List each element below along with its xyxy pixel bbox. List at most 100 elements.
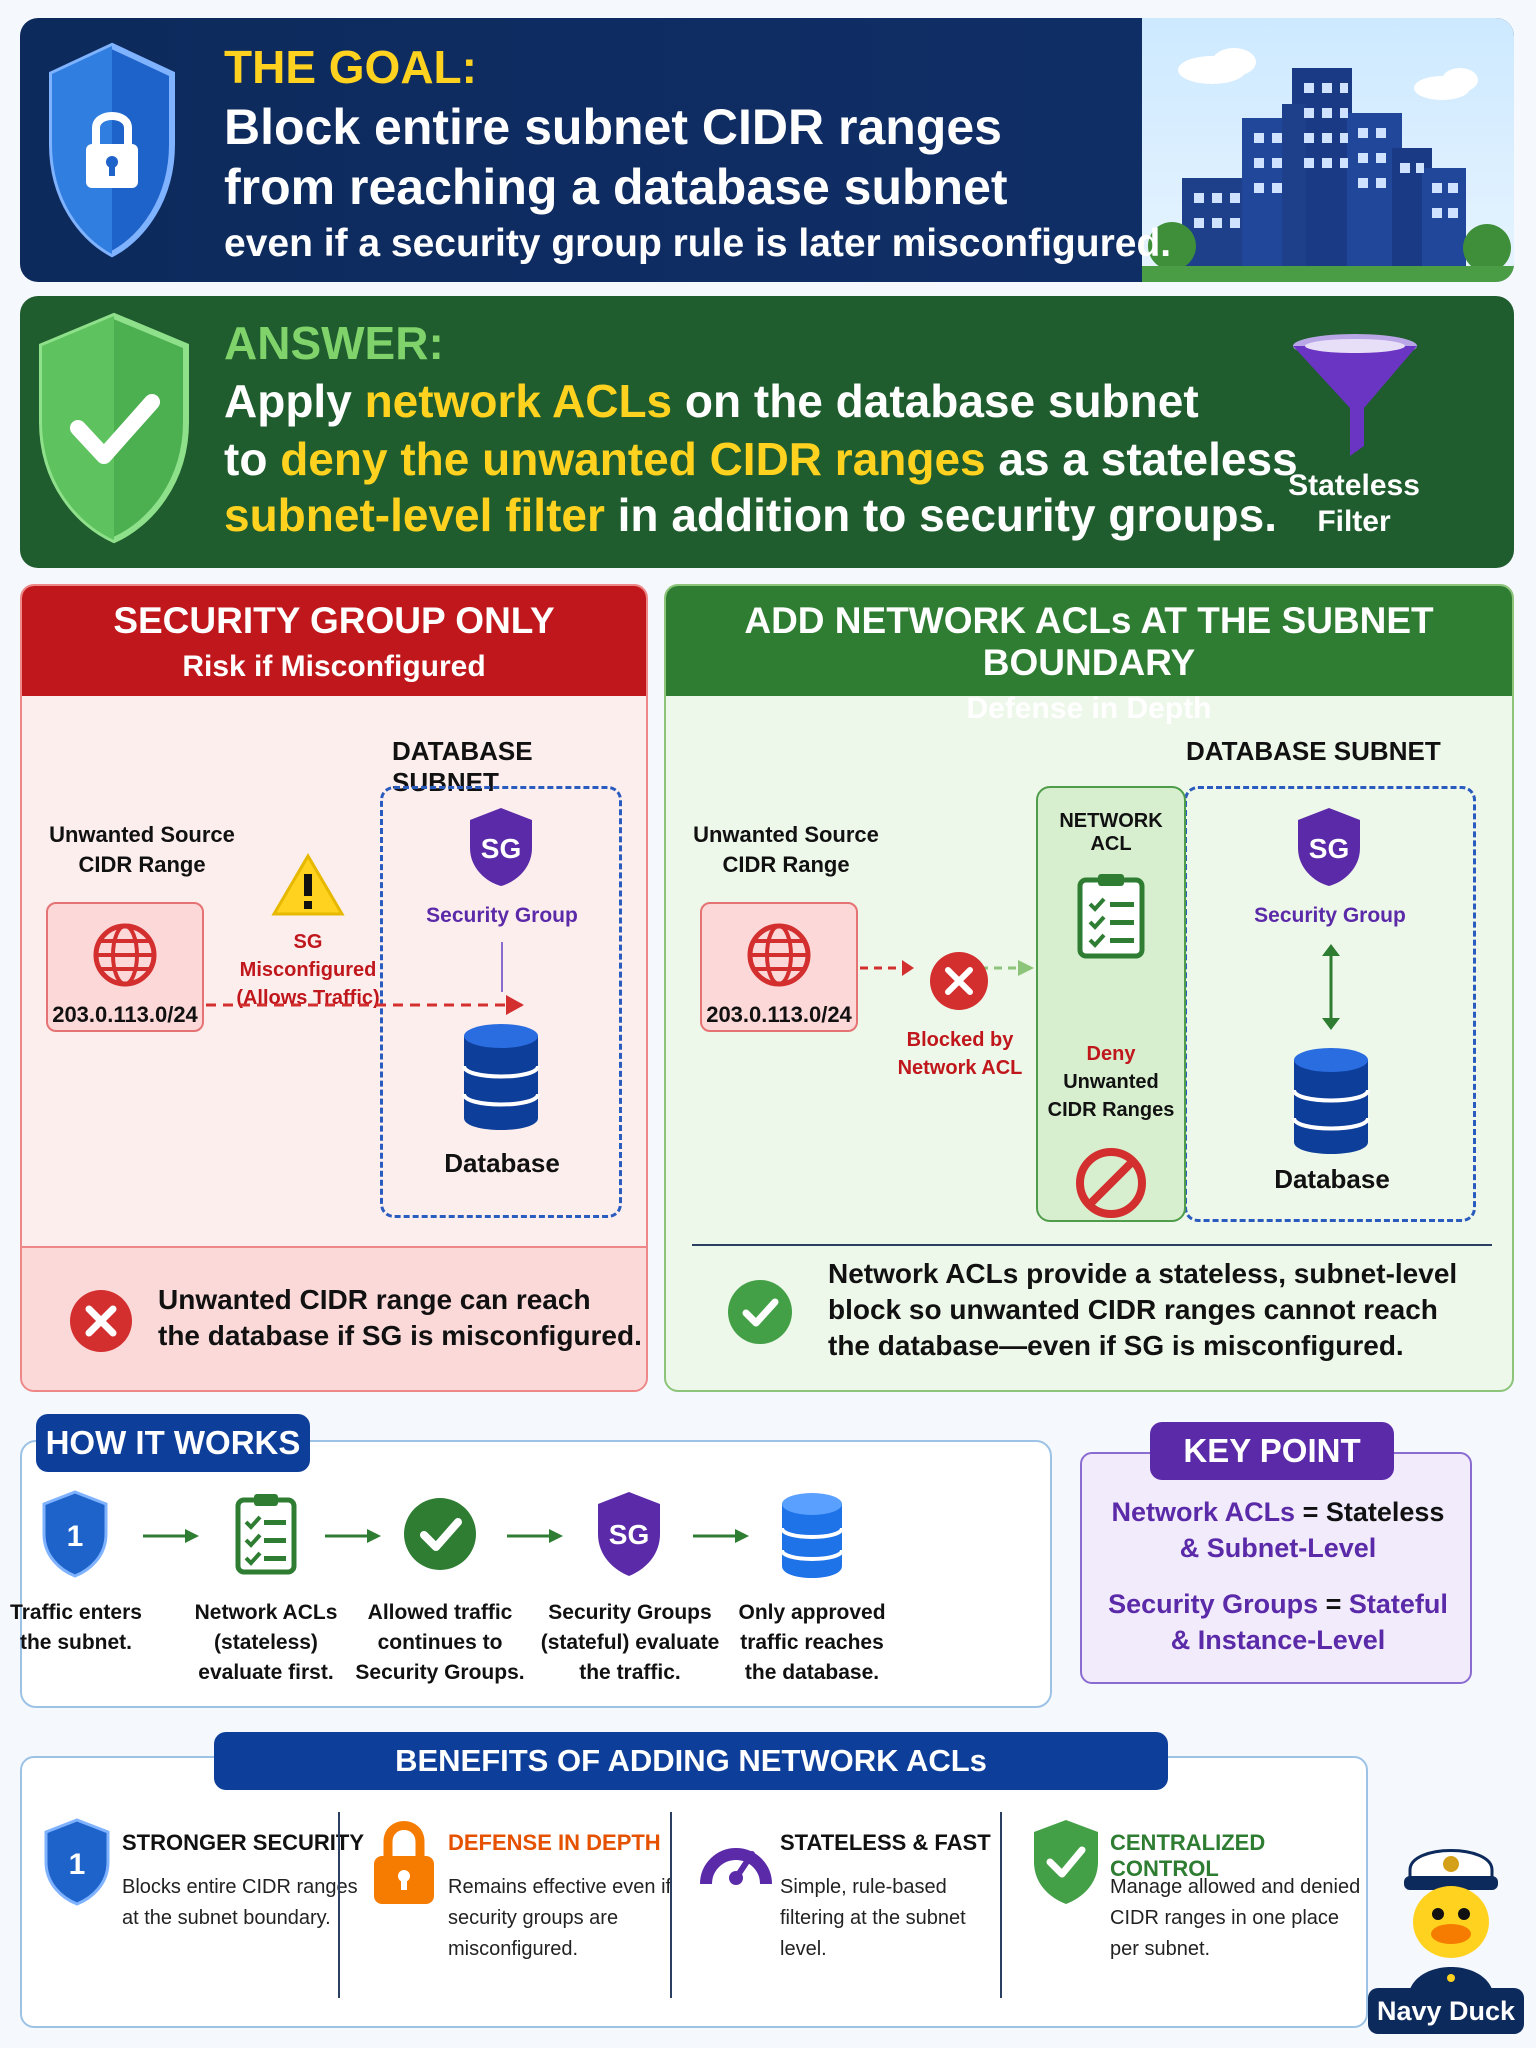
- icon-badge: 1: [67, 1520, 84, 1553]
- answer-line-2: to deny the unwanted CIDR ranges as a st…: [224, 433, 1298, 485]
- db-subnet-label: DATABASE SUBNET: [1186, 736, 1441, 766]
- benefit-title: STATELESS & FAST: [780, 1830, 991, 1855]
- lock-shield-icon: [49, 42, 175, 258]
- benefit-divider: [1000, 1812, 1002, 1998]
- right-panel-title: ADD NETWORK ACLs AT THE SUBNET BOUNDARY: [744, 600, 1434, 683]
- benefit-divider: [338, 1812, 340, 1998]
- key-line-2: & Subnet-Level: [1179, 1533, 1377, 1563]
- sg-shield-icon: SG: [598, 1492, 660, 1576]
- step-arrow: [693, 1529, 749, 1543]
- globe-icon: [93, 923, 157, 987]
- database-label: Database: [1274, 1164, 1390, 1194]
- how-step-2: Network ACLs(stateless)evaluate first.: [194, 1601, 338, 1684]
- shield-one-icon: 1: [42, 1490, 108, 1578]
- blocked-arrow: [860, 960, 1034, 976]
- source-cidr-box: 203.0.113.0/24: [46, 902, 204, 1032]
- step-arrow: [143, 1529, 199, 1543]
- traffic-arrow: [206, 995, 524, 1015]
- icon-badge: SG: [609, 1519, 649, 1550]
- key-line-4: & Instance-Level: [1170, 1625, 1386, 1655]
- right-panel-divider: [692, 1244, 1492, 1246]
- check-shield-icon: [39, 312, 189, 544]
- key-line-3: Security Groups = Stateful: [1108, 1589, 1448, 1619]
- benefit-divider: [670, 1812, 672, 1998]
- checklist-icon: [235, 1494, 297, 1575]
- key-point-title: KEY POINT: [1150, 1422, 1394, 1480]
- x-circle-icon: [70, 1290, 132, 1352]
- icon-badge: 1: [69, 1848, 86, 1881]
- sg-badge: SG: [481, 833, 521, 864]
- answer-banner: ANSWER: Apply network ACLs on the databa…: [20, 296, 1514, 568]
- left-panel-subtitle: Risk if Misconfigured: [182, 650, 486, 683]
- benefit-title: STRONGER SECURITY: [122, 1830, 365, 1855]
- how-it-works-title: HOW IT WORKS: [36, 1414, 310, 1472]
- right-panel-header: ADD NETWORK ACLs AT THE SUBNET BOUNDARY …: [666, 586, 1512, 725]
- source-cidr-box: 203.0.113.0/24: [700, 902, 858, 1032]
- goal-line-3: even if a security group rule is later m…: [224, 222, 1172, 265]
- right-panel-subtitle: Defense in Depth: [966, 692, 1212, 725]
- warning-icon: [271, 853, 345, 916]
- shield-one-icon: 1: [44, 1818, 110, 1906]
- db-subnet-boundary: [380, 786, 622, 1218]
- goal-line-1: Block entire subnet CIDR ranges: [224, 99, 1002, 155]
- benefits-box: 1 STRONGER SECURITY Blocks entire CIDR ran…: [20, 1756, 1368, 2028]
- step-arrow: [325, 1529, 381, 1543]
- speedometer-icon: [700, 1848, 772, 1885]
- check-shield-icon: [1034, 1820, 1098, 1904]
- sg-label: Security Group: [1254, 904, 1406, 927]
- key-line-1: Network ACLs = Stateless: [1111, 1497, 1445, 1527]
- key-point-box: Network ACLs = Stateless & Subnet-Level …: [1080, 1452, 1472, 1684]
- city-illustration: [1142, 18, 1514, 282]
- benefit-title: CENTRALIZED CONTROL: [1110, 1830, 1266, 1881]
- sg-shield-icon: SG: [1298, 808, 1360, 886]
- database-icon: [1292, 1048, 1370, 1154]
- sg-badge: SG: [1309, 833, 1349, 864]
- database-icon: [462, 1024, 540, 1130]
- left-panel-title: SECURITY GROUP ONLY: [113, 600, 555, 641]
- goal-eyebrow: THE GOAL:: [224, 41, 477, 93]
- check-circle-icon: [728, 1280, 792, 1344]
- right-summary-text: Network ACLs provide a stateless, subnet…: [828, 1258, 1458, 1361]
- sg-shield-icon: SG: [470, 808, 532, 886]
- database-label: Database: [444, 1148, 560, 1178]
- answer-line-3: subnet-level filter in addition to secur…: [224, 489, 1278, 541]
- goal-line-2: from reaching a database subnet: [224, 159, 1008, 215]
- no-entry-icon: [1076, 1148, 1146, 1218]
- network-acl-panel: ADD NETWORK ACLs AT THE SUBNET BOUNDARY …: [664, 584, 1514, 1392]
- network-acl-label: NETWORK ACL: [1059, 810, 1163, 855]
- goal-banner: THE GOAL: Block entire subnet CIDR range…: [20, 18, 1514, 282]
- answer-eyebrow: ANSWER:: [224, 317, 444, 369]
- db-subnet-label: DATABASE SUBNET: [392, 736, 533, 797]
- left-panel-header: SECURITY GROUP ONLY Risk if Misconfigure…: [22, 586, 646, 696]
- sg-label: Security Group: [426, 904, 578, 927]
- globe-icon: [747, 923, 811, 987]
- answer-line-1: Apply network ACLs on the database subne…: [224, 375, 1199, 427]
- check-circle-icon: [404, 1498, 476, 1570]
- step-arrow: [507, 1529, 563, 1543]
- sg-link-line: [501, 942, 503, 992]
- bidirectional-arrow: [1322, 944, 1340, 1030]
- navy-duck-mascot: [1404, 1849, 1498, 2000]
- blocked-x-icon: [930, 952, 988, 1010]
- benefit-title: DEFENSE IN DEPTH: [448, 1830, 661, 1855]
- security-group-only-panel: SECURITY GROUP ONLY Risk if Misconfigure…: [20, 584, 648, 1392]
- database-icon: [780, 1493, 844, 1578]
- benefits-title: BENEFITS OF ADDING NETWORK ACLs: [214, 1732, 1168, 1790]
- funnel-icon: [1293, 334, 1417, 456]
